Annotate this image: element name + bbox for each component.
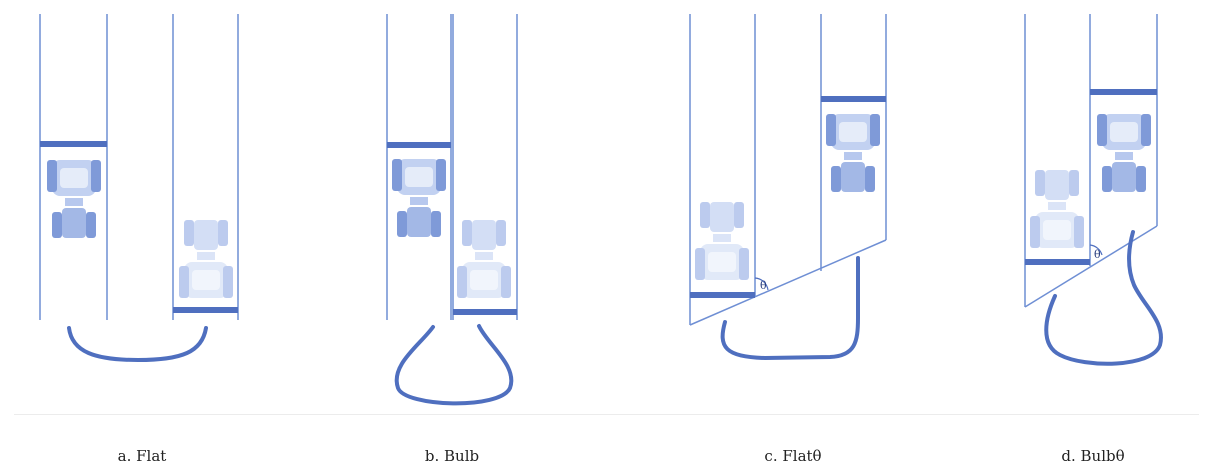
field-row-lines — [39, 14, 239, 320]
headland-bar — [40, 141, 107, 147]
caption-bulb: b. Bulb — [424, 447, 480, 465]
caption-flat: a. Flat — [117, 447, 167, 465]
caption-divider — [14, 414, 1199, 415]
panel-bulb-theta: θ — [1024, 14, 1163, 366]
turn-path — [67, 326, 208, 363]
field-row-lines — [386, 14, 518, 320]
field-row-lines — [1024, 14, 1158, 308]
tractor-icon — [1030, 170, 1084, 248]
tractor-icon — [47, 160, 101, 238]
angled-headland-edge — [1024, 225, 1158, 308]
angle-arc — [1089, 244, 1103, 256]
angle-label: θ — [760, 279, 767, 292]
caption-flat-theta: c. Flatθ — [764, 447, 822, 465]
angle-label: θ — [1094, 248, 1101, 261]
tractor-icon — [826, 114, 880, 192]
headland-bar — [453, 309, 517, 315]
tractor-icon — [695, 202, 749, 280]
headland-bar — [690, 292, 755, 298]
panel-bulb — [386, 14, 518, 406]
caption-bulb-theta: d. Bulbθ — [1061, 447, 1125, 465]
headland-bar — [1090, 89, 1157, 95]
angle-arc — [754, 277, 769, 291]
tractor-icon — [1097, 114, 1151, 192]
turn-path — [1044, 230, 1163, 366]
turn-path — [720, 256, 860, 361]
angled-headland-edge — [689, 239, 887, 326]
tractor-icon — [179, 220, 233, 298]
panel-flat-theta: θ — [689, 14, 887, 361]
headland-bar — [173, 307, 238, 313]
tractor-icon — [457, 220, 511, 298]
field-row-lines — [689, 14, 887, 326]
headland-bar — [1025, 259, 1090, 265]
headland-bar — [387, 142, 451, 148]
tractor-icon — [392, 159, 446, 237]
turn-path — [394, 324, 514, 406]
headland-bar — [821, 96, 886, 102]
panel-flat — [39, 14, 239, 363]
